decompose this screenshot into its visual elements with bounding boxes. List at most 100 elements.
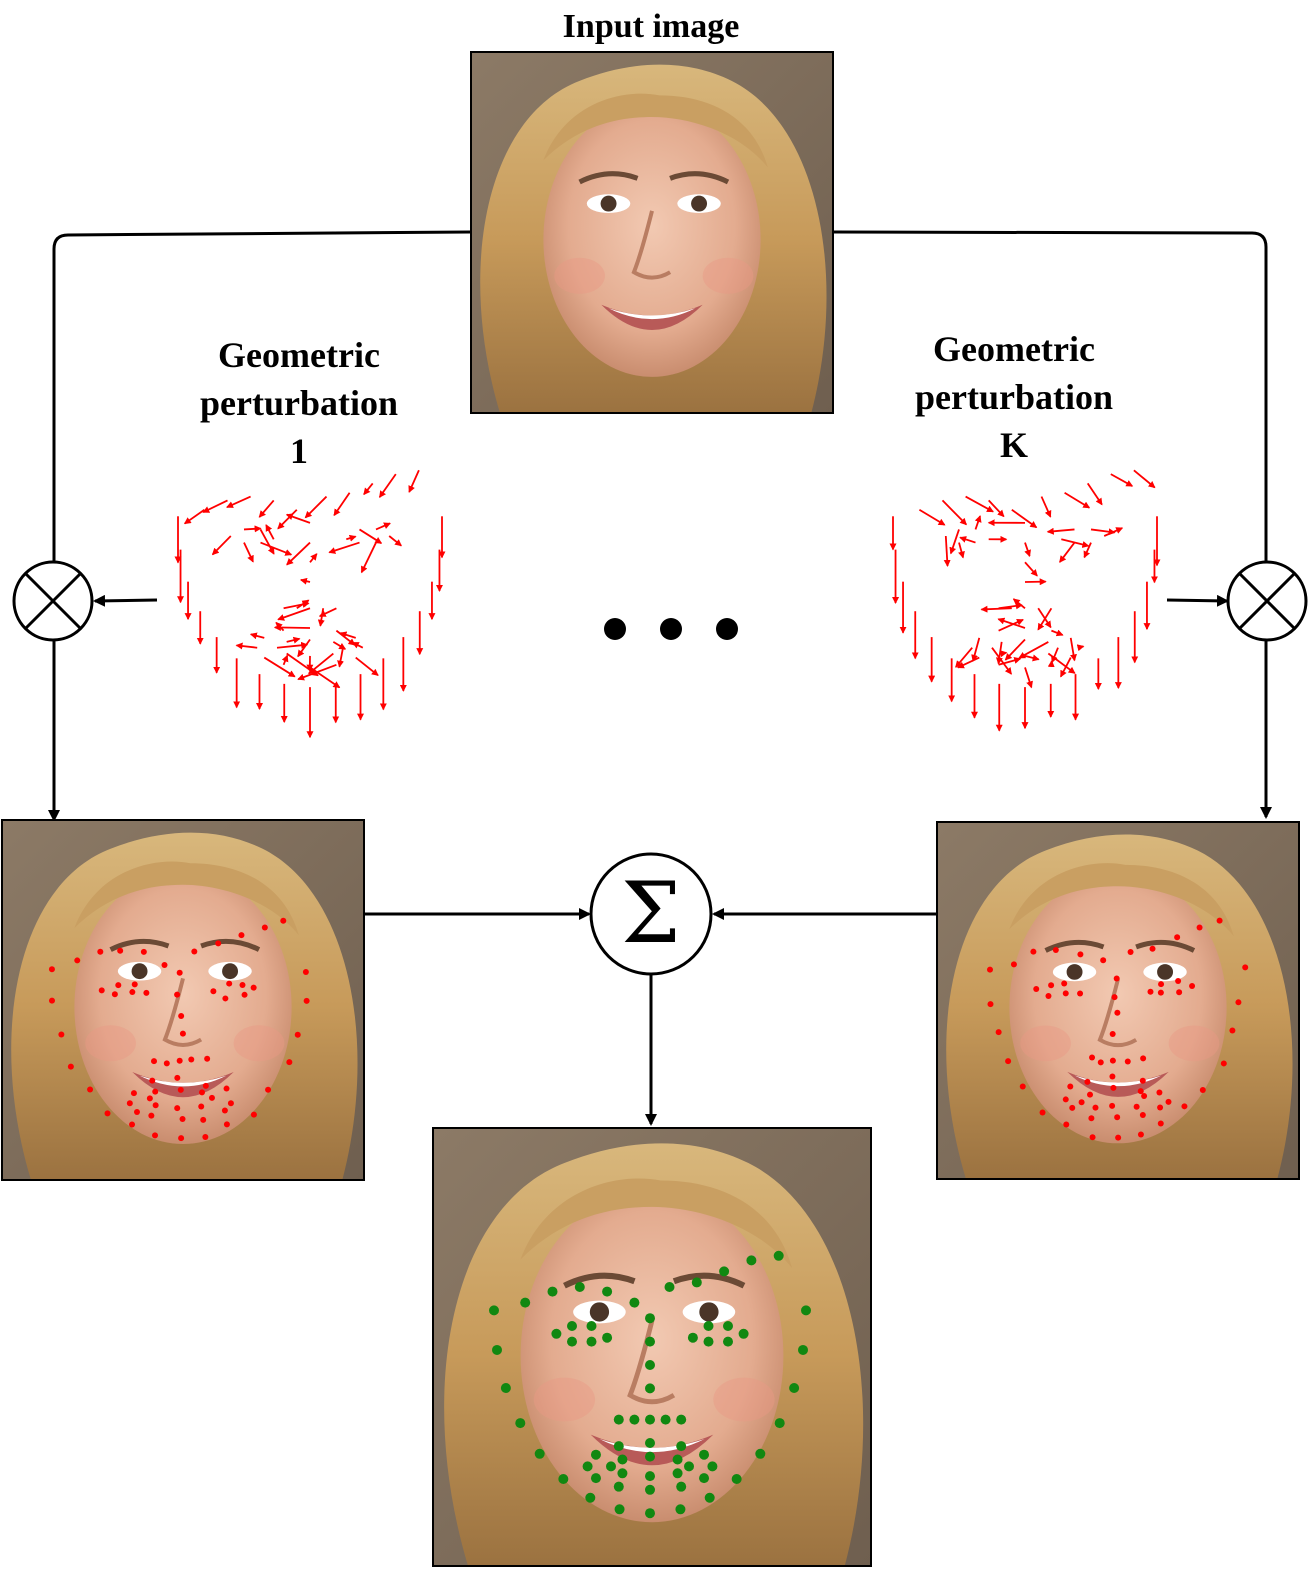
landmark-dot xyxy=(1157,1120,1164,1127)
landmark-dot xyxy=(704,1492,715,1503)
perturbation-k-label: Geometric perturbation K xyxy=(915,329,1113,465)
perturbation-arrow xyxy=(296,599,310,610)
landmark-dot xyxy=(174,1105,181,1112)
landmark-dot xyxy=(1113,975,1120,982)
landmark-dot xyxy=(115,982,122,989)
perturbation-arrow xyxy=(959,536,976,544)
landmark-dot xyxy=(551,1328,562,1339)
landmark-dot xyxy=(1137,1088,1144,1095)
landmark-dot xyxy=(567,1336,577,1347)
landmark-dot xyxy=(660,1414,671,1425)
perturbation-arrow xyxy=(998,618,1024,632)
perturbation-arrow xyxy=(1018,641,1049,659)
landmark-dot xyxy=(152,1132,159,1139)
landmark-dot xyxy=(198,1103,205,1110)
landmark-dot xyxy=(67,1063,74,1070)
landmark-dot xyxy=(1100,957,1107,964)
landmark-dot xyxy=(208,1094,215,1101)
landmark-dot xyxy=(129,1121,136,1128)
perturbation-arrow xyxy=(1051,629,1064,637)
landmark-dot xyxy=(174,991,181,998)
landmark-dot xyxy=(723,1336,733,1347)
perturbation-arrow xyxy=(1004,638,1026,661)
sum-node: Σ xyxy=(589,852,713,976)
landmark-dot xyxy=(1078,1099,1085,1106)
perturbation-arrow xyxy=(943,535,951,567)
landmark-dot xyxy=(645,1414,655,1425)
landmark-dot xyxy=(143,989,150,996)
landmarks-output-image xyxy=(489,1250,811,1519)
landmark-dot xyxy=(149,1077,156,1084)
landmark-dot xyxy=(645,1438,655,1448)
landmark-dot xyxy=(1147,988,1154,995)
landmark-dot xyxy=(1176,989,1183,996)
perturbation-arrow xyxy=(941,499,967,526)
landmark-dot xyxy=(672,1468,683,1479)
perturbation-arrow xyxy=(999,650,1008,658)
perturbation-arrow xyxy=(360,542,377,574)
perturbation-arrow xyxy=(183,508,205,525)
perturbation-arrow xyxy=(332,641,347,650)
landmark-dot xyxy=(1157,1104,1164,1111)
landmark-dot xyxy=(645,1383,655,1394)
landmark-dot xyxy=(221,1107,228,1114)
perturbation-arrow xyxy=(318,607,337,617)
perturbation-arrow xyxy=(1090,528,1116,536)
landmark-dot xyxy=(987,1001,994,1008)
svg-text:Geometric: Geometric xyxy=(933,329,1095,369)
perturbation-arrow xyxy=(235,642,258,650)
landmark-dot xyxy=(567,1321,577,1331)
landmark-dot xyxy=(152,1088,159,1095)
landmark-dot xyxy=(223,1121,230,1128)
landmark-dot xyxy=(1077,990,1084,997)
landmark-dot xyxy=(163,1060,170,1067)
perturbation-arrow xyxy=(1024,654,1040,662)
perturbed-image-1 xyxy=(1,819,365,1181)
landmark-dot xyxy=(755,1448,766,1459)
landmark-dot xyxy=(602,1332,613,1343)
landmark-dot xyxy=(1097,1059,1104,1066)
landmark-dot xyxy=(1077,951,1084,958)
output-image xyxy=(432,1127,872,1567)
landmark-dot xyxy=(178,1135,185,1142)
perturbation-arrow xyxy=(304,495,328,519)
landmark-dot xyxy=(133,1109,140,1116)
landmarks-image-k xyxy=(987,917,1249,1141)
perturbation-arrow xyxy=(243,525,262,533)
landmark-dot xyxy=(629,1297,640,1308)
perturbation-arrow xyxy=(243,542,254,563)
landmark-dot xyxy=(179,1116,186,1123)
landmark-dot xyxy=(1084,1078,1091,1085)
landmark-dot xyxy=(617,1454,628,1465)
landmark-dot xyxy=(491,1344,502,1355)
perturbation-field-1 xyxy=(174,469,446,739)
landmark-dot xyxy=(547,1286,558,1297)
multiply-node-right xyxy=(1226,560,1308,642)
landmark-dot xyxy=(1061,980,1068,987)
landmark-dot xyxy=(789,1383,800,1394)
perturbation-field-k xyxy=(889,469,1161,732)
landmark-dot xyxy=(151,1058,158,1065)
perturbation-arrow xyxy=(378,473,397,498)
landmark-dot xyxy=(239,982,246,989)
landmark-dot xyxy=(1109,1031,1116,1038)
perturbation-arrow xyxy=(277,509,298,530)
perturbation-arrow xyxy=(918,508,946,526)
input-image-title: Input image xyxy=(563,8,740,45)
landmark-dot xyxy=(672,1454,683,1465)
perturbation-arrow xyxy=(309,553,318,563)
landmark-dot xyxy=(222,995,229,1002)
perturbation-arrow xyxy=(1024,667,1033,689)
landmark-dot xyxy=(265,1086,272,1093)
perturbation-arrow xyxy=(1037,607,1053,631)
landmark-dot xyxy=(574,1282,585,1292)
landmark-dot xyxy=(676,1414,687,1425)
landmark-dot xyxy=(48,997,55,1004)
perturbation-arrow xyxy=(997,617,1026,629)
perturbation-arrow xyxy=(1086,482,1103,506)
landmarks-image-1 xyxy=(48,917,310,1142)
landmark-dot xyxy=(586,1321,597,1331)
landmark-dot xyxy=(606,1461,616,1472)
landmark-dot xyxy=(645,1451,655,1462)
landmark-dot xyxy=(586,1336,597,1347)
